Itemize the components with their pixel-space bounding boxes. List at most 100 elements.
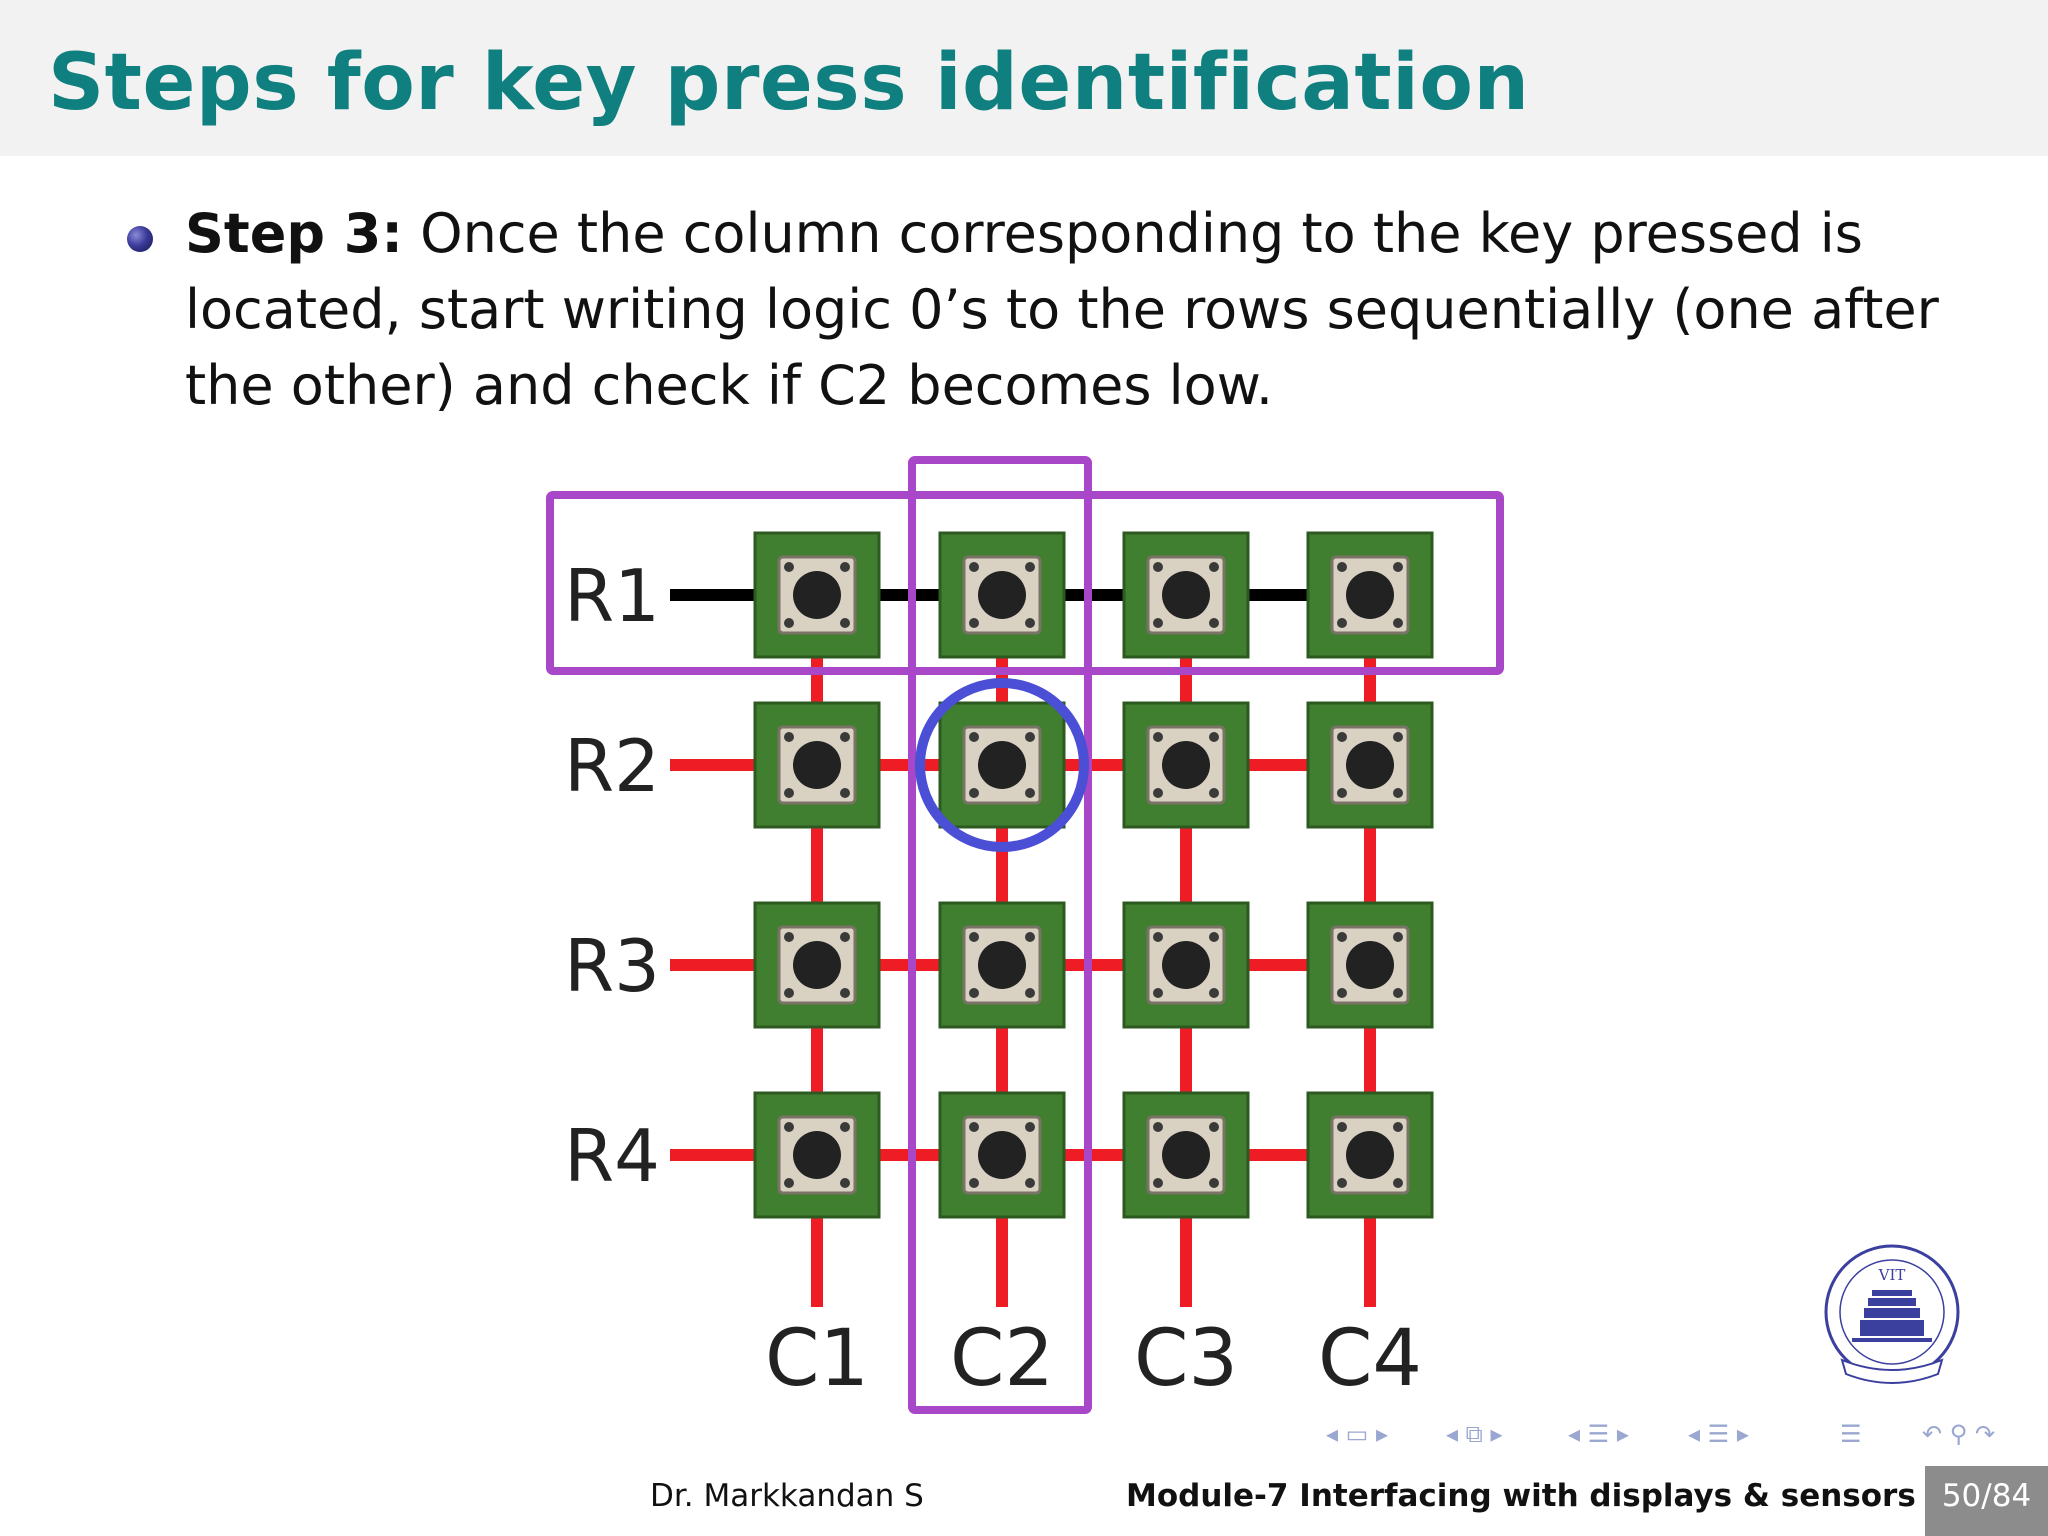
step-paragraph: Step 3: Once the column corresponding to… bbox=[185, 196, 1995, 424]
button-pin bbox=[1153, 1122, 1163, 1132]
button-pin bbox=[1337, 732, 1347, 742]
button-cap bbox=[978, 741, 1026, 789]
keypad-button bbox=[1122, 1091, 1250, 1219]
column-label: C1 bbox=[765, 1314, 869, 1404]
button-cap bbox=[978, 941, 1026, 989]
keypad-button bbox=[938, 901, 1066, 1029]
button-pin bbox=[1337, 988, 1347, 998]
button-pin bbox=[1209, 562, 1219, 572]
button-cap bbox=[1162, 941, 1210, 989]
button-pin bbox=[1393, 1122, 1403, 1132]
column-label: C2 bbox=[950, 1314, 1054, 1404]
button-pin bbox=[969, 932, 979, 942]
nav-slide-icon[interactable]: ◂ ☰ ▸ bbox=[1688, 1420, 1749, 1448]
button-pin bbox=[784, 932, 794, 942]
row-label: R3 bbox=[564, 924, 660, 1008]
keypad-button bbox=[753, 1091, 881, 1219]
button-pin bbox=[784, 562, 794, 572]
button-pin bbox=[840, 1178, 850, 1188]
button-pin bbox=[840, 1122, 850, 1132]
button-pin bbox=[969, 562, 979, 572]
button-pin bbox=[1209, 732, 1219, 742]
keypad-button bbox=[938, 701, 1066, 829]
button-pcb bbox=[938, 1091, 1066, 1219]
button-pin bbox=[969, 1122, 979, 1132]
logo-text: VIT bbox=[1878, 1266, 1906, 1284]
footer-module: Module-7 Interfacing with displays & sen… bbox=[1126, 1478, 1916, 1514]
button-pin bbox=[969, 732, 979, 742]
button-pin bbox=[1337, 1178, 1347, 1188]
button-pin bbox=[1393, 618, 1403, 628]
column-label: C3 bbox=[1134, 1314, 1238, 1404]
button-pin bbox=[1153, 932, 1163, 942]
nav-section-icon[interactable]: ◂ ☰ ▸ bbox=[1568, 1420, 1629, 1448]
button-pin bbox=[1153, 988, 1163, 998]
nav-frame-icon[interactable]: ◂ ▭ ▸ bbox=[1326, 1420, 1389, 1448]
button-pin bbox=[784, 732, 794, 742]
button-pin bbox=[1153, 562, 1163, 572]
button-pin bbox=[1337, 932, 1347, 942]
keypad-button bbox=[938, 531, 1066, 659]
button-pin bbox=[1025, 1178, 1035, 1188]
keypad-button bbox=[1122, 901, 1250, 1029]
keypad-button bbox=[938, 1091, 1066, 1219]
button-cap bbox=[793, 1131, 841, 1179]
button-pin bbox=[1337, 788, 1347, 798]
button-pin bbox=[1209, 932, 1219, 942]
button-cap bbox=[1162, 571, 1210, 619]
button-pin bbox=[1393, 732, 1403, 742]
button-cap bbox=[1346, 941, 1394, 989]
button-pin bbox=[1337, 618, 1347, 628]
row-label: R2 bbox=[564, 724, 660, 808]
button-pin bbox=[1337, 562, 1347, 572]
button-pin bbox=[840, 618, 850, 628]
footer-author: Dr. Markkandan S bbox=[650, 1478, 924, 1514]
pressed-key-circle bbox=[915, 678, 1089, 852]
button-cap bbox=[1346, 1131, 1394, 1179]
button-pin bbox=[840, 988, 850, 998]
button-pin bbox=[1209, 1178, 1219, 1188]
button-pin bbox=[1025, 1122, 1035, 1132]
column-highlight-box bbox=[908, 456, 1092, 1414]
button-pin bbox=[1025, 932, 1035, 942]
slide-header: Steps for key press identification bbox=[0, 0, 2048, 156]
button-cap bbox=[793, 741, 841, 789]
button-cap bbox=[978, 571, 1026, 619]
button-pin bbox=[1025, 988, 1035, 998]
button-pin bbox=[840, 732, 850, 742]
row-label: R1 bbox=[564, 554, 660, 638]
button-pin bbox=[784, 988, 794, 998]
keypad-button bbox=[753, 531, 881, 659]
button-pin bbox=[1025, 618, 1035, 628]
nav-menu-icon[interactable]: ☰ bbox=[1840, 1420, 1862, 1448]
button-pin bbox=[1153, 788, 1163, 798]
bullet-icon bbox=[127, 226, 153, 252]
button-cap bbox=[1162, 1131, 1210, 1179]
button-pin bbox=[1025, 788, 1035, 798]
button-pin bbox=[1393, 988, 1403, 998]
button-cap bbox=[1162, 741, 1210, 789]
button-cap bbox=[793, 941, 841, 989]
button-pin bbox=[1393, 932, 1403, 942]
keypad-button bbox=[1306, 701, 1434, 829]
button-pin bbox=[1209, 988, 1219, 998]
keypad-button bbox=[1306, 531, 1434, 659]
button-pin bbox=[840, 788, 850, 798]
button-pin bbox=[969, 618, 979, 628]
vit-logo: VIT bbox=[1824, 1244, 1960, 1384]
step-text: Once the column corresponding to the key… bbox=[185, 202, 1939, 417]
button-pin bbox=[840, 562, 850, 572]
button-pin bbox=[1393, 1178, 1403, 1188]
nav-subsection-icon[interactable]: ◂ ⧉ ▸ bbox=[1446, 1420, 1503, 1448]
button-pin bbox=[1209, 618, 1219, 628]
button-pin bbox=[1393, 788, 1403, 798]
keypad-button bbox=[1122, 701, 1250, 829]
logo-temple-icon bbox=[1852, 1290, 1932, 1342]
button-pin bbox=[1209, 788, 1219, 798]
step-label: Step 3: bbox=[185, 202, 403, 265]
button-pin bbox=[969, 1178, 979, 1188]
page-number-box: 50/84 bbox=[1925, 1466, 2048, 1536]
button-pin bbox=[1025, 562, 1035, 572]
nav-search-icon[interactable]: ↶ ⚲ ↷ bbox=[1922, 1420, 1996, 1448]
